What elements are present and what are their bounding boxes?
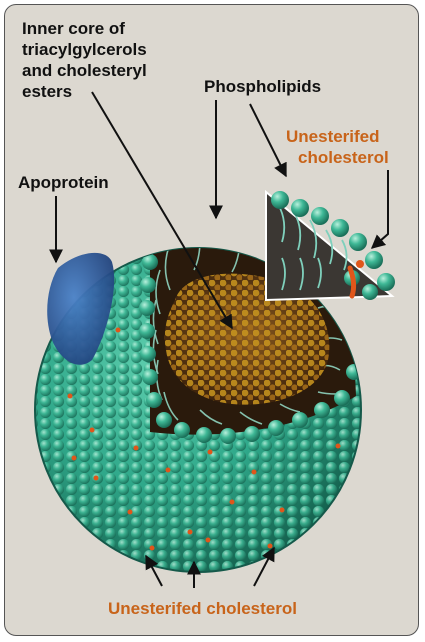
bottom-arrow-3 — [253, 546, 275, 587]
unesterified-top-label-line1: Unesterifed — [286, 127, 380, 146]
core-label-line1: Inner core of — [22, 19, 125, 38]
unesterified-top-arrow — [370, 170, 389, 249]
surface-cholesterol — [67, 327, 341, 551]
core-label-line3: and cholesteryl — [22, 61, 147, 80]
core-label-line2: triacylgylcerols — [22, 40, 147, 59]
phospholipids-label: Phospholipids — [204, 77, 321, 96]
unesterified-bottom-label: Unesterifed cholesterol — [108, 599, 297, 618]
bottom-arrow-1 — [145, 554, 163, 587]
core-arrow — [91, 91, 233, 330]
unesterified-top-label-line2: cholesterol — [298, 148, 389, 167]
apoprotein-label: Apoprotein — [18, 173, 109, 192]
phospholipids-arrow-right — [249, 103, 287, 178]
labels: Inner core of triacylgylcerols and chole… — [18, 19, 389, 618]
apoprotein-patch — [47, 252, 115, 365]
bilayer-inset — [265, 189, 395, 302]
annotation-arrows — [49, 91, 389, 588]
core-label-line4: esters — [22, 82, 72, 101]
